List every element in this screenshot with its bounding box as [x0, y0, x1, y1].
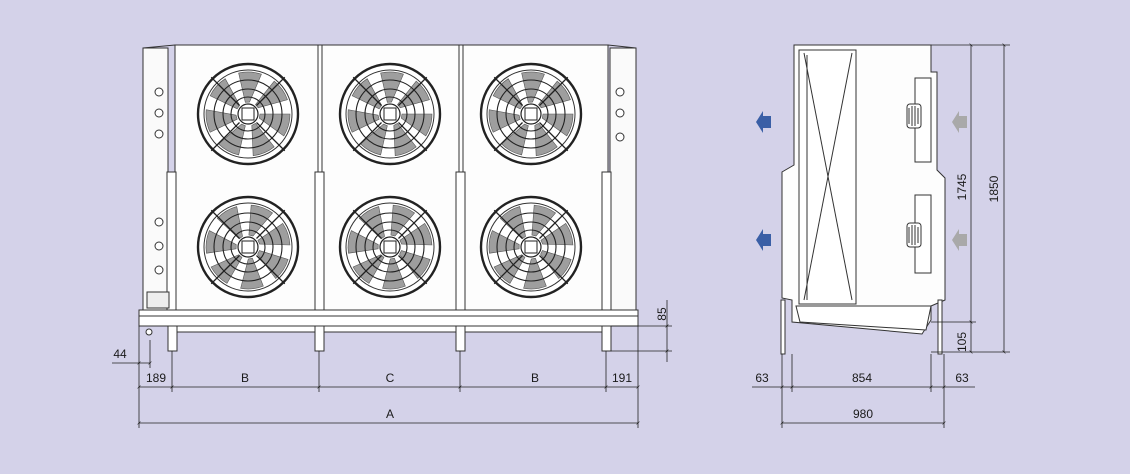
fan-unit — [196, 195, 300, 299]
junction-box — [146, 291, 170, 309]
dim-total-height: 1850 — [987, 175, 1001, 202]
stub — [154, 129, 164, 139]
fan-blade — [380, 71, 404, 103]
dim-overall-depth: 980 — [853, 407, 873, 421]
dim-spacing-center: C — [386, 371, 395, 385]
stub — [615, 87, 625, 97]
foot-2 — [314, 325, 325, 352]
dim-overall-width: A — [386, 407, 394, 421]
support-post-3 — [455, 171, 466, 313]
dim-body-depth: 854 — [852, 371, 872, 385]
coil-cross-2 — [803, 52, 853, 301]
dim-left-leg-offset: 63 — [755, 371, 769, 385]
foot-4 — [601, 325, 612, 352]
fans-group — [196, 62, 583, 299]
dim-coil-height: 1745 — [955, 173, 969, 200]
foot-1 — [167, 325, 178, 352]
dim-foot-clearance: 105 — [955, 332, 969, 352]
stub — [154, 265, 164, 275]
dim-left-overhang: 44 — [113, 347, 127, 361]
support-post-4 — [601, 171, 612, 313]
fan-blade — [257, 222, 291, 246]
fan-blade — [534, 122, 558, 157]
stub — [154, 87, 164, 97]
fan-motor-lower — [906, 194, 932, 274]
stub — [154, 108, 164, 118]
right-header-panel — [609, 47, 637, 311]
fan-motor-upper — [906, 77, 932, 163]
stub — [615, 132, 625, 142]
fan-unit — [338, 62, 442, 166]
side-leg-left — [780, 299, 786, 355]
base-rail — [167, 325, 611, 333]
fan-blade — [531, 204, 557, 237]
front-view — [138, 44, 639, 352]
side-dimensions — [752, 43, 1010, 428]
stub — [154, 241, 164, 251]
side-drip-tray — [795, 305, 932, 331]
airflow-out-lower — [756, 229, 771, 251]
stub — [154, 217, 164, 227]
fan-blade — [541, 113, 574, 137]
side-leg-right — [937, 299, 943, 355]
airflow-in-upper — [952, 111, 967, 133]
fan-unit — [338, 195, 442, 299]
fan-unit — [479, 62, 583, 166]
stub — [615, 108, 625, 118]
dim-foot-height: 85 — [655, 307, 669, 321]
fan-blade — [238, 71, 262, 103]
airflow-in-lower — [952, 229, 967, 251]
dim-spacing-right: B — [531, 371, 539, 385]
fan-unit — [479, 195, 583, 299]
airflow-arrows — [756, 111, 967, 251]
dim-right-end-offset: 191 — [612, 371, 632, 385]
fan-blade — [399, 222, 433, 246]
fan-blade — [540, 222, 574, 246]
fan-blade — [248, 204, 274, 237]
airflow-out-upper — [756, 111, 771, 133]
side-dimension-labels: 1850 1745 105 63 854 63 980 — [755, 173, 1001, 421]
dim-left-end-offset: 189 — [146, 371, 166, 385]
side-view — [780, 44, 946, 355]
fan-blade — [393, 122, 417, 157]
fan-blade — [258, 113, 291, 137]
dim-spacing-left: B — [241, 371, 249, 385]
drain-outlet — [145, 328, 153, 336]
connection-stubs — [154, 87, 625, 275]
support-post-2 — [314, 171, 325, 313]
fan-blade — [400, 113, 433, 137]
fan-blade — [251, 122, 275, 157]
support-post-1 — [166, 171, 177, 313]
fan-unit — [196, 62, 300, 166]
foot-3 — [455, 325, 466, 352]
fan-blade — [521, 71, 545, 103]
dim-right-leg-offset: 63 — [955, 371, 969, 385]
front-dimension-labels: 189 B C B 191 A 44 85 — [113, 307, 669, 421]
drip-tray — [138, 309, 639, 327]
front-dimensions — [112, 300, 672, 428]
fan-blade — [390, 204, 416, 237]
